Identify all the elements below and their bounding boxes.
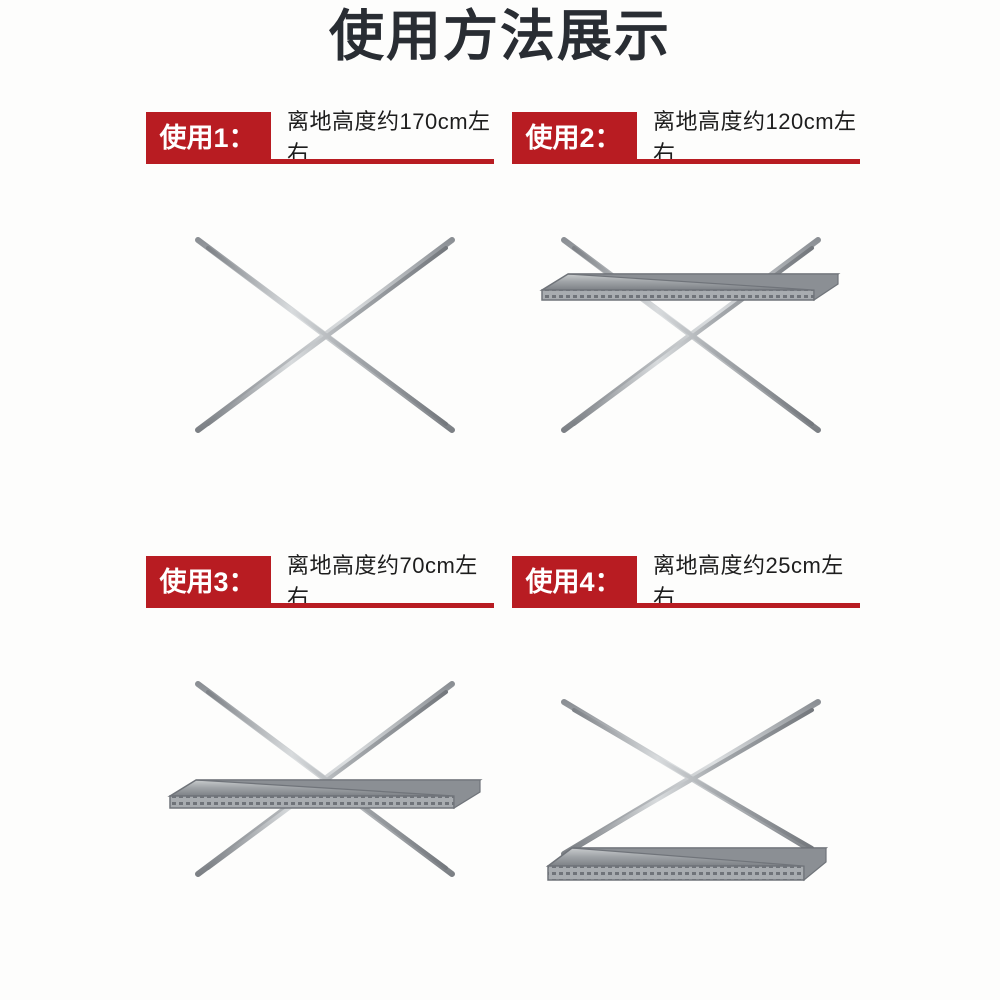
caption-underline-2 [512,159,860,164]
usage-panel-3: 使用3： 离地高度约70cm左右 [146,552,514,962]
usage-description-3: 离地高度约70cm左右 [287,552,478,610]
caption-underline-4 [512,603,860,608]
caption-underline-3 [146,603,494,608]
usage-description-1: 离地高度约170cm左右 [287,108,491,166]
scaffold-frame-no-platform [150,174,498,534]
usage-tag-3: 使用3： [146,556,271,603]
scaffold-frame-platform-lower [516,618,864,978]
usage-tag-4: 使用4： [512,556,637,603]
usage-panel-4: 使用4： 离地高度约25cm左右 [512,552,880,966]
usage-panel-2: 使用2： 离地高度约120cm左右 [512,108,880,518]
caption-bar-2: 使用2： 离地高度约120cm左右 [512,108,860,166]
usage-description-4: 离地高度约25cm左右 [653,552,844,610]
usage-tag-1: 使用1： [146,112,271,159]
usage-panel-1: 使用1： 离地高度约170cm左右 [146,108,514,518]
caption-bar-3: 使用3： 离地高度约70cm左右 [146,552,494,610]
platform-deck [167,779,483,810]
platform-deck [545,847,829,882]
usage-description-2: 离地高度约120cm左右 [653,108,857,166]
scaffold-frame-platform-upper [516,174,864,534]
caption-bar-1: 使用1： 离地高度约170cm左右 [146,108,494,166]
scaffold-frame-platform-middle [150,618,498,978]
platform-deck [539,273,841,302]
caption-underline-1 [146,159,494,164]
page-title: 使用方法展示 [328,5,671,67]
caption-bar-4: 使用4： 离地高度约25cm左右 [512,552,860,610]
usage-tag-2: 使用2： [512,112,637,159]
